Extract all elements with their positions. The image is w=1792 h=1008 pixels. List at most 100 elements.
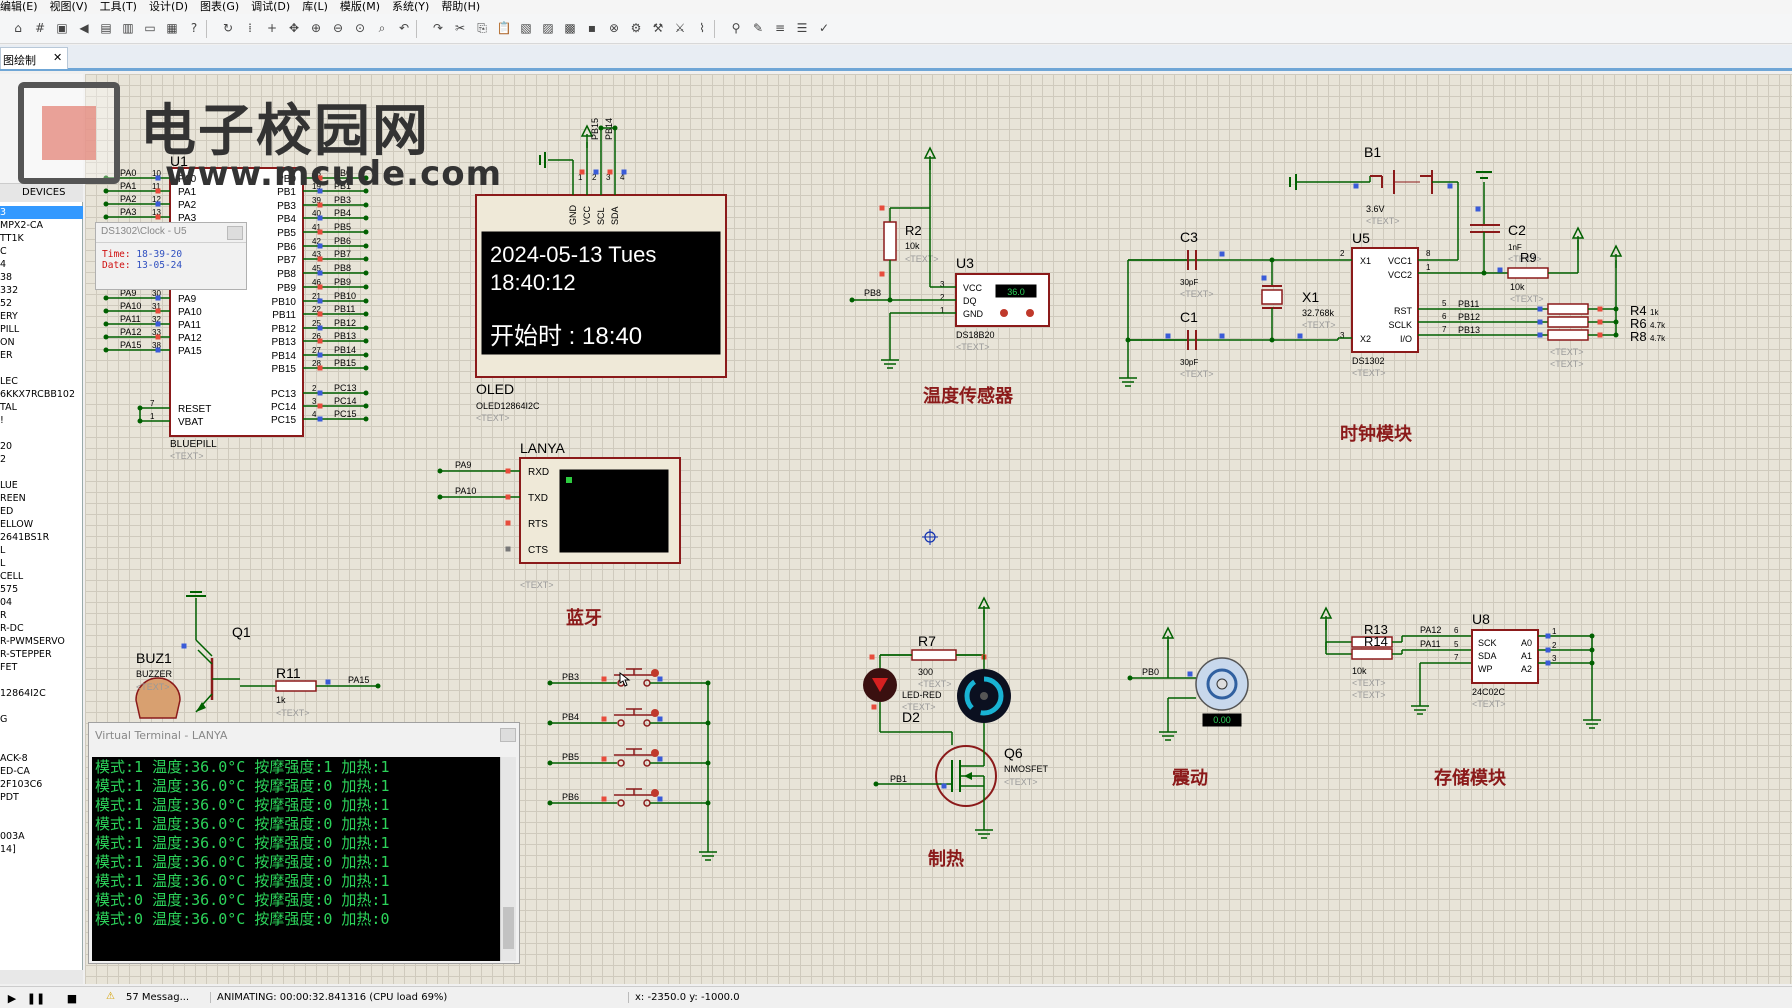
menu-item-3[interactable]: 设计(D) — [148, 0, 189, 13]
device-list-item[interactable]: 2F103C6 — [0, 779, 43, 790]
device-list-item[interactable] — [0, 739, 83, 752]
pause-icon[interactable]: ❚❚ — [26, 991, 46, 1005]
menu-item-1[interactable]: 视图(V) — [49, 0, 88, 13]
device-list-item[interactable]: LUE — [0, 480, 18, 491]
button-state-indicator[interactable] — [651, 709, 659, 717]
device-list-item[interactable]: G — [0, 714, 8, 725]
page-icon[interactable]: ▭ — [144, 21, 156, 35]
ds1302-body[interactable] — [1351, 247, 1419, 353]
device-list-item[interactable]: ! — [0, 415, 4, 426]
message-count[interactable]: 57 Messag... — [126, 992, 190, 1003]
device-list-item[interactable]: C — [0, 246, 7, 257]
u1-bluepill-body[interactable] — [169, 167, 304, 437]
block-copy-icon[interactable]: ▧ — [520, 21, 532, 35]
device-list-item[interactable]: ERY — [0, 311, 18, 322]
wire-icon[interactable]: ⌇ — [699, 21, 705, 35]
r14-resistor[interactable] — [1351, 648, 1393, 660]
device-list-item[interactable]: PDT — [0, 792, 19, 803]
make-device-icon[interactable]: ⚙ — [630, 21, 642, 35]
menu-item-6[interactable]: 库(L) — [302, 0, 328, 13]
device-list-item[interactable] — [0, 700, 83, 713]
menu-item-7[interactable]: 模版(M) — [339, 0, 380, 13]
origin-icon[interactable]: + — [266, 21, 278, 35]
erc-icon[interactable]: ✓ — [818, 21, 830, 35]
pullup-resistor[interactable] — [1547, 303, 1589, 315]
property-icon[interactable]: ✎ — [752, 21, 764, 35]
device-list-item[interactable] — [0, 362, 83, 375]
block-move-icon[interactable]: ▨ — [542, 21, 554, 35]
device-list-item[interactable]: 04 — [0, 597, 13, 608]
device-list-item[interactable] — [0, 466, 83, 479]
menu-item-5[interactable]: 调试(D) — [251, 0, 291, 13]
pack-icon[interactable]: ⚒ — [652, 21, 664, 35]
device-list-item[interactable]: 38 — [0, 272, 13, 283]
device-list-item[interactable]: 14] — [0, 844, 16, 855]
r2-resistor[interactable] — [883, 221, 897, 261]
copy-icon[interactable]: ⎘ — [477, 20, 487, 35]
decompose-icon[interactable]: ⚔ — [674, 21, 686, 35]
bom-icon[interactable]: ☰ — [796, 21, 808, 35]
device-list-item[interactable]: L — [0, 545, 6, 556]
zoom-area-icon[interactable]: ⌕ — [378, 20, 386, 35]
redo-icon[interactable]: ↷ — [432, 21, 444, 35]
pick-icon[interactable]: ⊗ — [608, 21, 620, 35]
device-list-item[interactable]: ER — [0, 350, 13, 361]
virtual-terminal-output[interactable]: 模式:1 温度:36.0°C 按摩强度:1 加热:1 模式:1 温度:36.0°… — [92, 757, 502, 961]
pullup-resistor[interactable] — [1547, 329, 1589, 341]
device-list-item[interactable]: CELL — [0, 571, 24, 582]
refresh-icon[interactable]: ↻ — [222, 21, 234, 35]
tab-schematic[interactable]: 图绘制 ✕ — [0, 47, 68, 69]
buzzer-icon[interactable] — [135, 677, 181, 719]
ds1302-clock-popup[interactable]: DS1302\Clock - U5 Time: 18-39-20 Date: 1… — [95, 222, 247, 290]
sidebar-scrollbar[interactable] — [0, 970, 83, 984]
button-state-indicator[interactable] — [651, 669, 659, 677]
device-list-item[interactable]: 12864I2C — [0, 688, 46, 699]
menu-item-0[interactable]: 编辑(E) — [0, 0, 38, 13]
device-list-item[interactable]: 4 — [0, 259, 7, 270]
device-list-item[interactable]: 2 — [0, 454, 7, 465]
device-list-item[interactable]: 20 — [0, 441, 13, 452]
device-list-item[interactable] — [0, 674, 83, 687]
eeprom-24c02c-body[interactable] — [1471, 629, 1539, 684]
play-icon[interactable]: ▶ — [7, 991, 17, 1005]
device-list-item[interactable]: FET — [0, 662, 18, 673]
save-icon[interactable]: ▥ — [122, 21, 134, 35]
netlist-icon[interactable]: ≡ — [774, 21, 786, 35]
menu-item-9[interactable]: 帮助(H) — [441, 0, 481, 13]
search-icon[interactable]: ⚲ — [731, 21, 741, 35]
q6-mosfet[interactable] — [935, 745, 997, 807]
device-list-item[interactable]: ELLOW — [0, 519, 34, 530]
device-list-item[interactable]: R-DC — [0, 623, 24, 634]
clock-popup-close-button[interactable] — [227, 226, 243, 240]
pullup-resistor[interactable] — [1547, 316, 1589, 328]
device-list-item[interactable]: LEC — [0, 376, 18, 387]
device-list-item[interactable] — [0, 427, 83, 440]
block-delete-icon[interactable]: ▪ — [587, 21, 597, 35]
virtual-terminal-close-button[interactable] — [500, 728, 516, 742]
virtual-terminal-scrollbar[interactable] — [500, 757, 516, 961]
cut-icon[interactable]: ✂ — [454, 21, 466, 35]
device-list-item[interactable]: ED-CA — [0, 766, 30, 777]
device-list-item[interactable]: MPX2-CA — [0, 220, 44, 231]
home-icon[interactable]: ⌂ — [14, 21, 22, 35]
device-list-item[interactable]: 003A — [0, 831, 25, 842]
r11-resistor[interactable] — [275, 680, 317, 692]
menu-item-4[interactable]: 图表(G) — [200, 0, 240, 13]
device-list-item[interactable] — [0, 804, 83, 817]
device-list-item[interactable]: 332 — [0, 285, 19, 296]
device-list-item[interactable]: L — [0, 558, 6, 569]
device-list-item[interactable]: TT1K — [0, 233, 24, 244]
device-list-item[interactable]: REEN — [0, 493, 26, 504]
help-icon[interactable]: ? — [190, 21, 198, 35]
device-list-item[interactable]: 6KKX7RCBB102 — [0, 389, 75, 400]
dots-icon[interactable]: ⁞ — [248, 21, 252, 35]
chip-icon[interactable]: ▣ — [56, 21, 68, 35]
menu-item-8[interactable]: 系统(Y) — [392, 0, 430, 13]
r9-resistor[interactable] — [1507, 267, 1549, 279]
undo-icon[interactable]: ↶ — [398, 21, 410, 35]
area-icon[interactable]: ▦ — [166, 21, 178, 35]
device-list-item[interactable]: R — [0, 610, 7, 621]
